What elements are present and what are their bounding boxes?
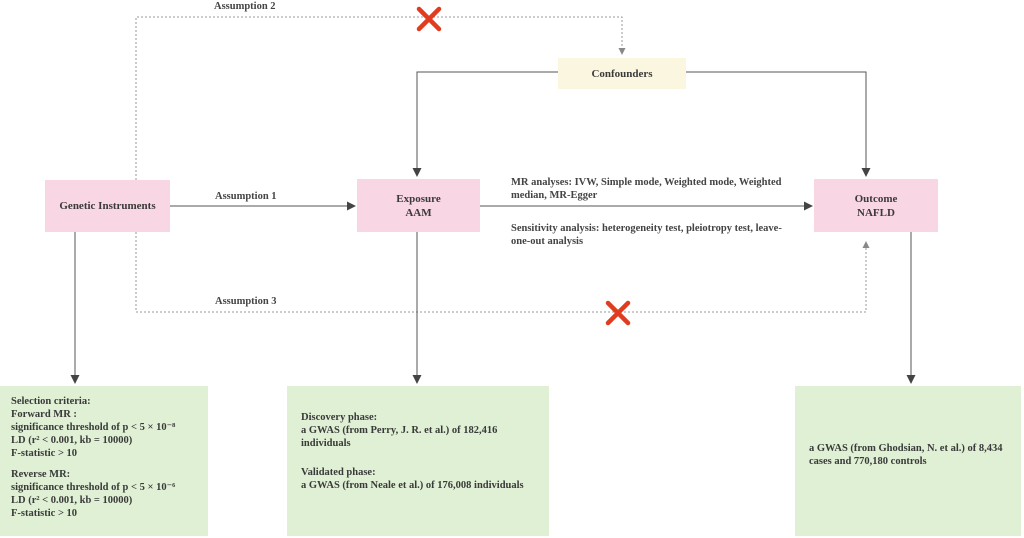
genetic-instruments-node: Genetic Instruments	[45, 180, 170, 232]
forward-ld: LD (r² < 0.001, kb = 10000)	[11, 435, 133, 446]
outcome-gwas-line2: cases and 770,180 controls	[809, 456, 927, 467]
assumption2-label: Assumption 2	[214, 1, 276, 12]
sensitivity-line1: Sensitivity analysis: heterogeneity test…	[511, 223, 782, 234]
confounders-label: Confounders	[591, 67, 653, 80]
assumption1-label: Assumption 1	[215, 191, 277, 202]
discovery-phase-heading: Discovery phase:	[301, 412, 378, 423]
assumption3-path	[135, 228, 870, 313]
exposure-subtitle: AAM	[405, 206, 432, 219]
reverse-significance: significance threshold of p < 5 × 10⁻⁶	[11, 482, 176, 493]
confounder-exposure-arrow	[412, 71, 558, 177]
outcome-data-panel: a GWAS (from Ghodsian, N. et al.) of 8,4…	[795, 386, 1021, 536]
exposure-title: Exposure	[396, 192, 441, 205]
outcome-title: Outcome	[854, 192, 898, 205]
validated-phase-heading: Validated phase:	[301, 467, 376, 478]
validated-phase-text: a GWAS (from Neale et al.) of 176,008 in…	[301, 480, 524, 491]
mr-analyses-text: MR analyses: IVW, Simple mode, Weighted …	[511, 176, 801, 202]
outcome-subtitle: NAFLD	[857, 206, 895, 219]
reverse-ld: LD (r² < 0.001, kb = 10000)	[11, 495, 133, 506]
reverse-fstat: F-statistic > 10	[11, 508, 78, 519]
genetic-instruments-label: Genetic Instruments	[59, 200, 156, 212]
outcome-gwas-line1: a GWAS (from Ghodsian, N. et al.) of 8,4…	[809, 443, 1003, 454]
sensitivity-line2: one-out analysis	[511, 236, 584, 247]
discovery-phase-text: a GWAS (from Perry, J. R. et al.) of 182…	[301, 425, 498, 449]
assumption3-label: Assumption 3	[215, 296, 277, 307]
exposure-node: Exposure AAM	[357, 179, 480, 232]
forward-fstat: F-statistic > 10	[11, 448, 78, 459]
mr-analyses-line2: median, MR-Egger	[511, 190, 598, 201]
cross-icon	[605, 300, 631, 326]
cross-icon	[416, 6, 442, 32]
assumption2-path	[135, 16, 626, 180]
selection-criteria-title: Selection criteria:	[11, 396, 91, 407]
confounders-node: Confounders	[558, 58, 686, 89]
sensitivity-analysis-text: Sensitivity analysis: heterogeneity test…	[511, 222, 811, 248]
outcome-node: Outcome NAFLD	[814, 179, 938, 232]
reverse-mr-heading: Reverse MR:	[11, 469, 71, 480]
confounder-outcome-arrow	[686, 71, 871, 177]
forward-significance: significance threshold of p < 5 × 10⁻⁸	[11, 422, 176, 433]
forward-mr-heading: Forward MR :	[11, 409, 77, 420]
exposure-data-panel: Discovery phase: a GWAS (from Perry, J. …	[287, 386, 549, 536]
selection-criteria-panel: Selection criteria: Forward MR : signifi…	[0, 386, 208, 536]
mr-analyses-line1: MR analyses: IVW, Simple mode, Weighted …	[511, 177, 782, 188]
